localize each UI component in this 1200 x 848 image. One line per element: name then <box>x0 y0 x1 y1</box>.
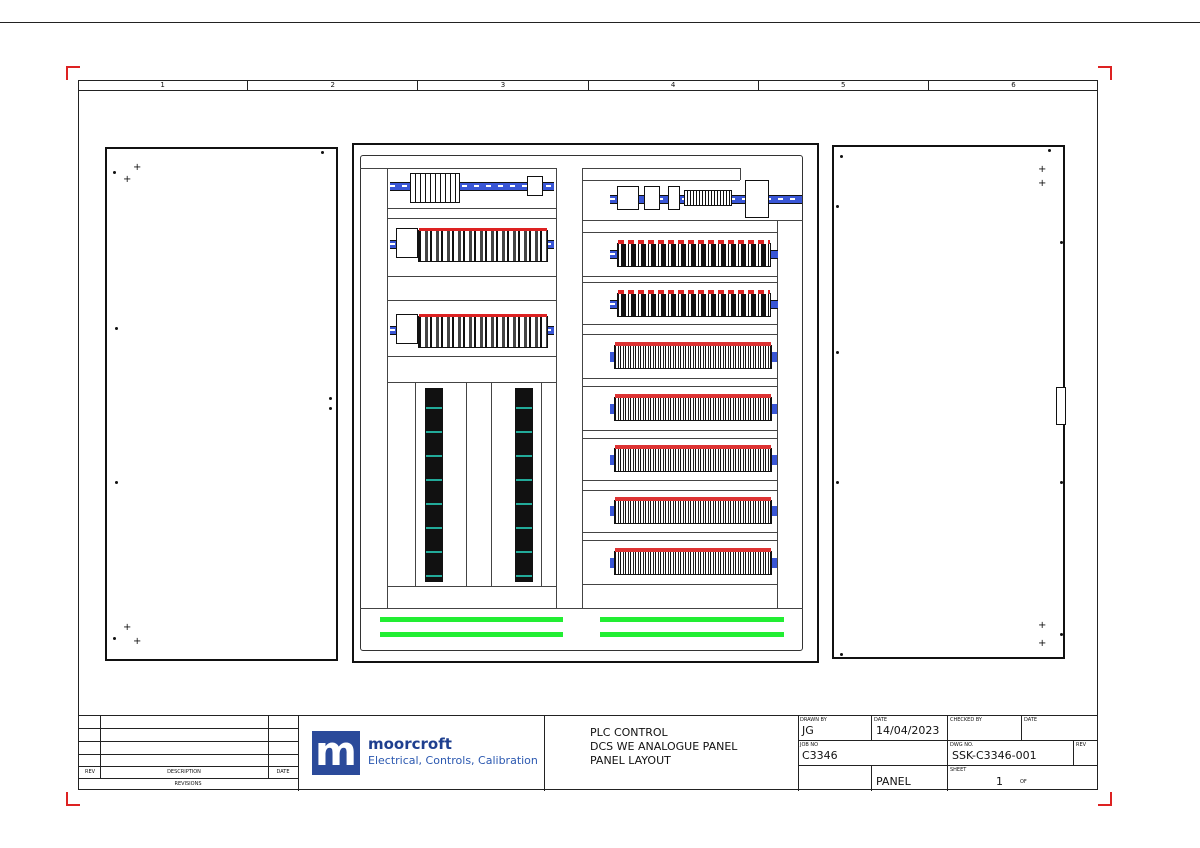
network-switch-module <box>527 176 543 196</box>
drawn-by-label: DRAWN BY <box>800 717 827 723</box>
job-no-label: JOB NO <box>800 742 819 748</box>
drawn-by-value: JG <box>802 724 814 737</box>
sheet-label: SHEET <box>950 767 967 773</box>
revisions-table: REV DESCRIPTION DATE REVISIONS <box>78 716 299 791</box>
distribution-block <box>684 190 732 206</box>
date-value: 14/04/2023 <box>876 724 940 737</box>
terminal-row-3 <box>614 445 772 472</box>
relay-row-2 <box>617 290 771 317</box>
of-label: OF <box>1020 779 1027 785</box>
io-cards-row-2 <box>418 314 548 348</box>
vertical-terminal-stack-1 <box>425 388 443 582</box>
date-label: DATE <box>874 717 888 723</box>
company-logo: m moorcroft Electrical, Controls, Calibr… <box>298 716 545 791</box>
rev-col-label: REV <box>84 769 96 775</box>
revisions-footer: REVISIONS <box>174 781 202 787</box>
zone-3: 3 <box>418 80 589 90</box>
zone-1: 1 <box>78 80 249 90</box>
relay-row-1 <box>617 240 771 267</box>
duct-label-3 <box>600 617 784 622</box>
crop-mark-top-right <box>1098 66 1112 80</box>
date-col-label: DATE <box>276 769 290 775</box>
door-handle <box>1056 387 1066 425</box>
crop-mark-top-left <box>66 66 80 80</box>
io-head-1 <box>396 228 418 258</box>
din-rail-1 <box>390 182 554 191</box>
duct-label-1 <box>380 617 563 622</box>
crop-mark-bottom-right <box>1098 792 1112 806</box>
vertical-terminal-stack-2 <box>515 388 533 582</box>
breaker-group-1 <box>617 186 639 210</box>
panel-value: PANEL <box>876 775 911 788</box>
page-top-rule <box>0 22 1200 23</box>
zone-strip: 1 2 3 4 5 6 <box>78 80 1098 91</box>
title-line-2: DCS WE ANALOGUE PANEL <box>590 740 738 753</box>
breaker-group-2 <box>644 186 660 210</box>
description-col-label: DESCRIPTION <box>167 769 201 775</box>
job-no-value: C3346 <box>802 749 838 762</box>
duct-label-4 <box>600 632 784 637</box>
terminal-row-2 <box>614 394 772 421</box>
mounting-plate <box>360 155 803 651</box>
io-cards-row-1 <box>418 228 548 262</box>
title-line-3: PANEL LAYOUT <box>590 754 671 767</box>
checked-date-label: DATE <box>1024 717 1038 723</box>
plc-cpu-module <box>410 173 460 203</box>
checked-by-label: CHECKED BY <box>950 717 982 723</box>
brand-name: moorcroft <box>368 735 452 753</box>
title-line-1: PLC CONTROL <box>590 726 668 739</box>
breaker-group-3 <box>668 186 680 210</box>
power-supply-unit <box>745 180 769 218</box>
zone-2: 2 <box>248 80 419 90</box>
zone-4: 4 <box>589 80 759 90</box>
rev-label: REV <box>1076 742 1087 748</box>
duct-label-2 <box>380 632 563 637</box>
zone-5: 5 <box>759 80 929 90</box>
dwg-no-value: SSK-C3346-001 <box>952 749 1037 762</box>
terminal-row-4 <box>614 497 772 524</box>
drawing-title: PLC CONTROL DCS WE ANALOGUE PANEL PANEL … <box>544 716 799 791</box>
enclosure <box>352 143 819 663</box>
dwg-no-label: DWG NO. <box>950 742 974 748</box>
terminal-row-1 <box>614 342 772 369</box>
zone-6: 6 <box>1011 81 1016 89</box>
logo-mark: m <box>312 731 360 775</box>
right-door: + + + + <box>832 145 1066 659</box>
brand-tagline: Electrical, Controls, Calibration <box>368 754 538 767</box>
io-head-2 <box>396 314 418 344</box>
drawing-info: DRAWN BY JG DATE 14/04/2023 CHECKED BY D… <box>798 716 1098 791</box>
crop-mark-bottom-left <box>66 792 80 806</box>
left-door: + + + + <box>105 147 338 661</box>
title-block: REV DESCRIPTION DATE REVISIONS m moorcro… <box>78 715 1098 791</box>
terminal-row-5 <box>614 548 772 575</box>
sheet-value: 1 <box>996 775 1003 788</box>
